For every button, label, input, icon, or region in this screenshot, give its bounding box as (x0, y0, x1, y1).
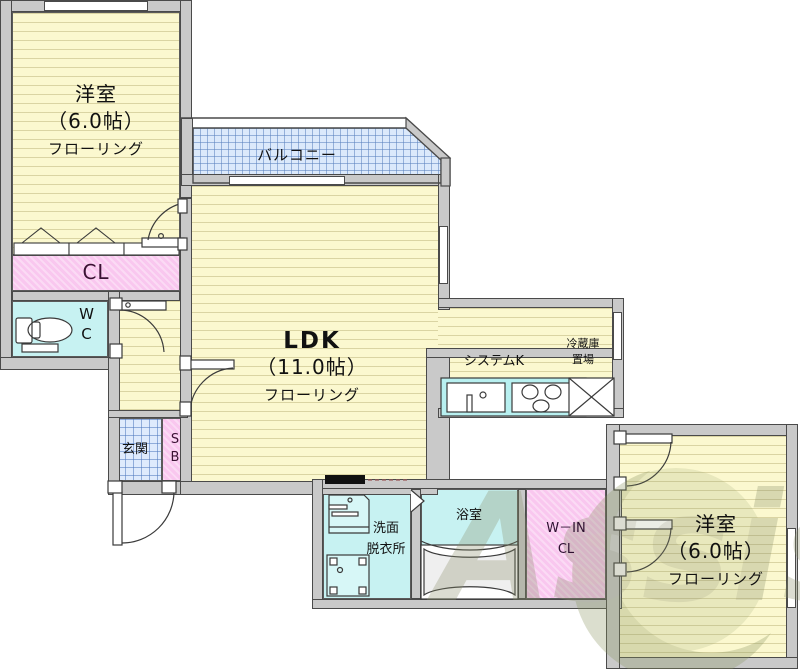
label-bathroom: 浴室 (455, 508, 482, 523)
wall-bath-div-2 (518, 489, 526, 599)
wall-wc-bottom (0, 357, 120, 370)
window-ldk-right (439, 226, 448, 284)
window-nw-top (44, 1, 148, 11)
label-bedroom-se-size: （6.0帖） (667, 539, 765, 563)
label-entrance: 玄関 (121, 442, 148, 457)
label-ldk-name: LDK (283, 328, 341, 354)
wall-hall-left (108, 357, 120, 495)
label-bedroom-nw-size: （6.0帖） (47, 109, 145, 133)
wall-se-left (606, 424, 620, 669)
label-wc-w: W (79, 305, 95, 323)
label-fridge-line2: 置場 (572, 353, 594, 366)
window-kitchen-right (613, 312, 622, 360)
room-walkin-closet (526, 489, 606, 599)
label-closet-nw: CL (82, 260, 110, 284)
label-washroom-line1: 洗面 (372, 521, 399, 536)
label-washroom-line2: 脱衣所 (366, 542, 406, 557)
wall-ldk-right-lower (426, 356, 450, 481)
wall-bath-bottom (312, 599, 622, 609)
label-wc-c: C (81, 325, 93, 343)
room-ldk (180, 186, 438, 481)
label-balcony: バルコニー (257, 146, 337, 164)
label-system-kitchen: システムK (463, 354, 525, 369)
room-bedroom-nw (12, 12, 180, 255)
wall-bath-top (312, 479, 622, 489)
label-ldk-size: （11.0帖） (256, 355, 368, 379)
room-bathroom (421, 489, 518, 599)
wall-kitchen-top (438, 298, 624, 308)
label-ldk-flooring: フローリング (263, 386, 360, 404)
wall-nw-left (0, 0, 12, 370)
label-bedroom-nw-name: 洋室 (75, 82, 117, 106)
label-shoebox-b: B (170, 450, 180, 465)
label-walkin-line2: CL (557, 542, 575, 557)
label-bedroom-se-flooring: フローリング (667, 570, 764, 588)
wall-entrance-top (108, 410, 188, 418)
wall-bath-div-1 (411, 489, 421, 599)
window-ldk-balcony (229, 176, 345, 185)
wall-bath-left (312, 479, 323, 609)
wall-se-top (606, 424, 798, 436)
window-se-right (787, 528, 796, 608)
wall-kitchen-bottom (438, 408, 624, 418)
label-walkin-line1: W－IN (546, 521, 586, 536)
wall-nw-closet-div (12, 291, 180, 301)
label-bedroom-se-name: 洋室 (695, 512, 737, 536)
label-shoebox-s: S (170, 432, 180, 447)
label-fridge-line1: 冷蔵庫 (566, 337, 600, 350)
wall-se-bottom (606, 657, 798, 669)
label-bedroom-nw-flooring: フローリング (47, 140, 144, 158)
